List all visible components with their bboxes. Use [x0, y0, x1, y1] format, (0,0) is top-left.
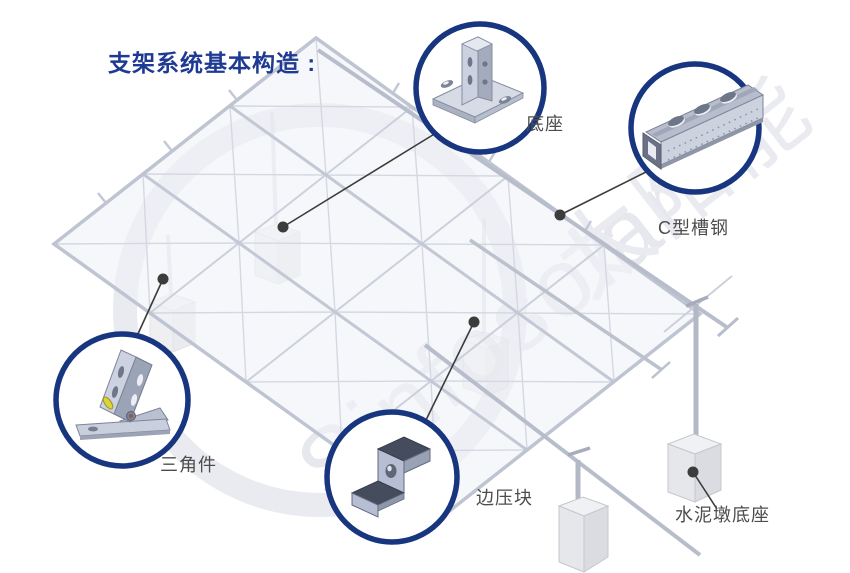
rear-post-clamp [685, 295, 709, 308]
panel-array-wireframe [51, 35, 703, 523]
panel-outer-frame [51, 35, 703, 523]
callout-dots [157, 209, 699, 478]
callout-dot-base [277, 221, 289, 233]
label-c-channel: C型槽钢 [658, 218, 729, 238]
rails [142, 104, 615, 452]
cement-pier-rear [666, 433, 723, 503]
leader-line-base [282, 132, 437, 228]
mid-purlin-beam [469, 238, 663, 372]
cross-braces [53, 37, 701, 521]
page-title: 支架系统基本构造 : [108, 50, 317, 76]
cement-pier-front [557, 496, 610, 573]
leader-line-c-channel [559, 170, 649, 216]
callout-dot-cement-pier [687, 466, 699, 478]
triangle-component-illustration [75, 349, 171, 440]
callout-dot-c-channel [554, 209, 566, 221]
front-post-clamp [567, 446, 591, 457]
top-purlin-beam [316, 48, 730, 330]
base-component-illustration [431, 36, 525, 124]
leader-line-edge-clamp [425, 321, 475, 421]
label-edge-clamp: 边压块 [476, 488, 533, 508]
yellow-pin [102, 396, 114, 410]
callout-leaders [136, 132, 718, 510]
callout-dot-triangle [157, 273, 169, 285]
label-cement-pier: 水泥墩底座 [675, 505, 770, 525]
support-structure [316, 48, 740, 573]
edge-clamp-component-illustration [350, 436, 432, 518]
c-channel-component-illustration [642, 84, 765, 170]
top-purlin-end-cap [716, 316, 740, 338]
bottom-purlin-beam [423, 343, 702, 557]
label-base: 底座 [526, 114, 564, 134]
mid-purlin-end-cap [651, 361, 671, 379]
edge-clamp-stubs [97, 82, 593, 232]
label-triangle: 三角件 [160, 455, 217, 475]
leader-line-triangle [136, 278, 164, 337]
leader-line-cement-pier [692, 471, 718, 510]
callout-dot-edge-clamp [468, 316, 480, 328]
